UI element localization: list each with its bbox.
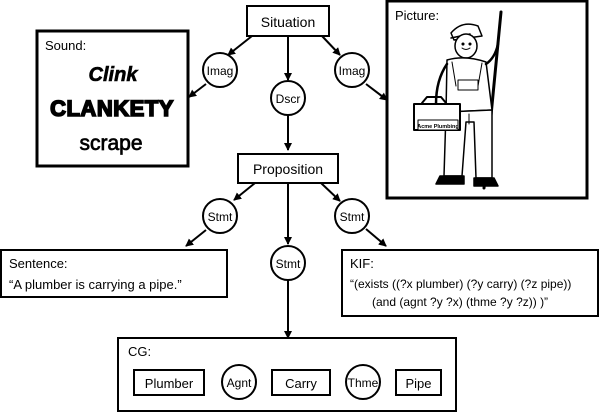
situation-label: Situation bbox=[261, 14, 315, 30]
sound-label: Sound: bbox=[45, 38, 86, 53]
cg-concept-pipe-label: Pipe bbox=[405, 376, 431, 391]
sound-word-scrape: scrape bbox=[79, 132, 142, 155]
dscr-label: Dscr bbox=[276, 92, 301, 106]
sound-word-clink: Clink bbox=[89, 64, 139, 86]
dscr-node: Dscr bbox=[270, 80, 306, 116]
edge-proposition-stmt-right bbox=[320, 182, 341, 202]
plumber-illustration bbox=[413, 10, 503, 190]
edge-imag-left-sound bbox=[188, 83, 207, 98]
imag-right-label: Imag bbox=[339, 64, 366, 78]
stmt-left-node: Stmt bbox=[202, 198, 238, 234]
cg-concept-pipe: Pipe bbox=[395, 369, 442, 396]
imag-right-node: Imag bbox=[334, 52, 370, 88]
sound-word-clankety: CLANKETY bbox=[50, 96, 174, 121]
cg-concept-carry-label: Carry bbox=[285, 376, 317, 391]
cg-concept-plumber-label: Plumber bbox=[145, 376, 194, 391]
kif-line-2: (and (agnt ?y ?x) (thme ?y ?z)) )” bbox=[372, 295, 548, 309]
edge-imag-right-picture bbox=[365, 83, 388, 101]
kif-box: KIF: “(exists ((?x plumber) (?y carry) (… bbox=[341, 249, 599, 317]
cg-box: CG: Plumber Agnt Carry Thme Pipe bbox=[117, 337, 457, 412]
stmt-left-label: Stmt bbox=[208, 210, 233, 224]
cg-relation-agnt: Agnt bbox=[221, 364, 257, 400]
cg-relation-agnt-label: Agnt bbox=[227, 376, 252, 390]
cg-relation-thme-label: Thme bbox=[348, 376, 379, 390]
kif-label: KIF: bbox=[350, 256, 374, 271]
edge-proposition-stmt-left bbox=[233, 182, 256, 201]
situation-node: Situation bbox=[246, 5, 330, 37]
sentence-text: “A plumber is carrying a pipe.” bbox=[9, 277, 182, 292]
picture-label: Picture: bbox=[395, 8, 439, 23]
imag-left-node: Imag bbox=[202, 52, 238, 88]
imag-left-label: Imag bbox=[207, 64, 234, 78]
proposition-node: Proposition bbox=[237, 153, 339, 184]
sound-box: Sound: Clink CLANKETY scrape bbox=[35, 29, 190, 168]
edge-stmt-right-kif bbox=[365, 228, 387, 247]
cg-concept-carry: Carry bbox=[271, 369, 331, 396]
sentence-label: Sentence: bbox=[9, 256, 68, 271]
stmt-center-label: Stmt bbox=[276, 257, 301, 271]
picture-box: Picture: bbox=[385, 0, 589, 200]
edge-situation-imag-right bbox=[321, 35, 341, 56]
sentence-box: Sentence: “A plumber is carrying a pipe.… bbox=[0, 249, 228, 298]
kif-line-1: “(exists ((?x plumber) (?y carry) (?z pi… bbox=[350, 277, 571, 291]
toolbox-label: Acme Plumbing bbox=[417, 124, 459, 130]
cg-label: CG: bbox=[128, 344, 151, 359]
edge-stmt-left-sentence bbox=[185, 229, 207, 247]
edge-situation-imag-left bbox=[227, 35, 253, 56]
cg-concept-plumber: Plumber bbox=[133, 369, 205, 396]
proposition-label: Proposition bbox=[253, 161, 323, 177]
cg-relation-thme: Thme bbox=[345, 364, 381, 400]
stmt-right-node: Stmt bbox=[334, 198, 370, 234]
stmt-right-label: Stmt bbox=[340, 210, 365, 224]
stmt-center-node: Stmt bbox=[270, 245, 306, 281]
